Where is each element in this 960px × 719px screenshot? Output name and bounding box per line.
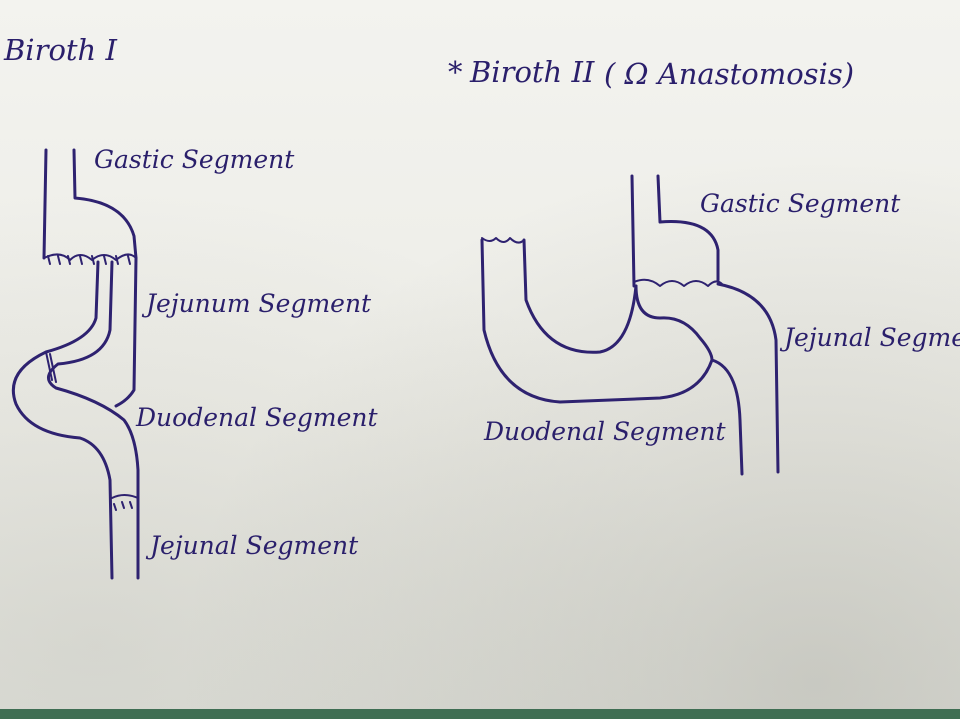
biroth-2-duodenal-label: Duodenal Segment <box>483 417 726 446</box>
biroth-1-gastric-wall-right <box>72 148 138 260</box>
biroth-2-title: Biroth II <box>469 55 595 89</box>
biroth-1-gastric-label: Gastic Segment <box>94 145 295 174</box>
biroth-1-gastric-wall-left <box>42 148 48 260</box>
biroth-2-duodenal-stump-suture <box>481 237 525 244</box>
biroth-2-duodenal-loop-outer <box>480 238 744 476</box>
biroth-1-suture-stitches <box>47 255 131 265</box>
biroth-2-title-note: ( Ω Anastomosis) <box>604 57 854 91</box>
biroth-2-gastric-wall-right <box>656 174 720 282</box>
biroth-2-diagram: * Biroth II ( Ω Anastomosis) Gastic Segm… <box>448 55 960 476</box>
biroth-1-loop-outer-left <box>11 260 114 580</box>
biroth-1-jejunum-label: Jejunum Segment <box>141 289 372 318</box>
biroth-1-jejunal-label: Jejunal Segment <box>145 531 359 560</box>
biroth-2-title-prefix: * <box>448 55 463 89</box>
biroth-2-duodenal-loop-inner <box>522 238 638 354</box>
biroth-1-loop-outer-right <box>114 256 138 408</box>
biroth-1-diagram: Biroth I Gastic Segment Jejunum Segment … <box>3 33 378 580</box>
bottom-edge-strip <box>0 709 960 719</box>
biroth-2-jejunal-loop-inner <box>634 284 714 362</box>
biroth-1-loop-inner <box>47 260 140 580</box>
biroth-1-jejunal-anastomosis <box>111 494 139 511</box>
biroth-1-loop-marks <box>45 351 57 383</box>
biroth-2-gastrojejunal-suture <box>633 278 723 287</box>
biroth-2-jejunal-label: Jejunal Segmen <box>779 323 960 352</box>
biroth-2-gastric-wall-left <box>630 174 636 288</box>
biroth-1-title: Biroth I <box>3 33 117 67</box>
biroth-2-jejunal-loop-outer <box>716 282 780 474</box>
biroth-1-duodenal-label: Duodenal Segment <box>135 403 378 432</box>
biroth-2-gastric-label: Gastic Segment <box>700 189 901 218</box>
